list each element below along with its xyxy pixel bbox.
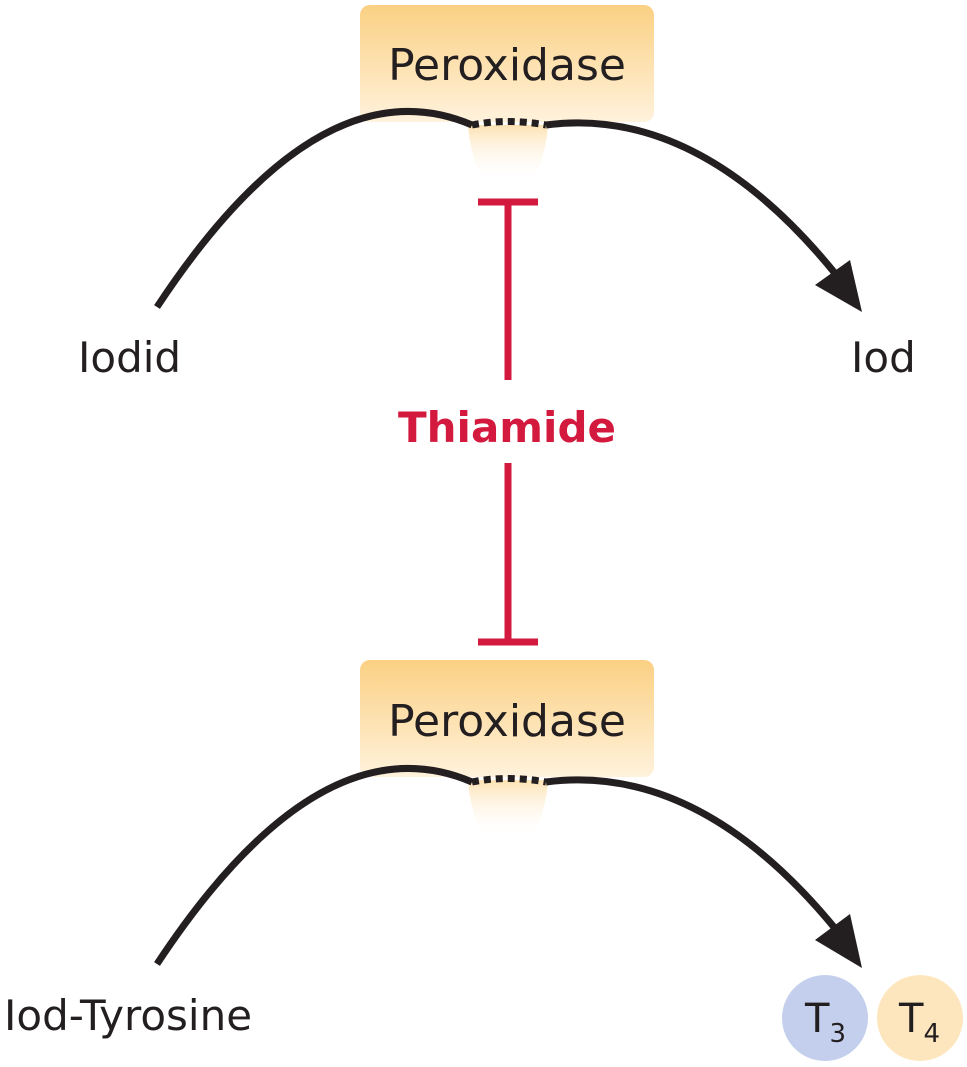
- substrate-1-label: Iodid: [78, 333, 181, 382]
- t3-letter: T: [804, 996, 830, 1042]
- t4-label: T4: [898, 996, 940, 1049]
- enzyme-1-glow: [468, 125, 548, 182]
- product-t4: T4: [877, 975, 963, 1061]
- reaction-2: Peroxidase Iod-Tyrosine T3 T4: [4, 660, 963, 1061]
- enzyme-2-label: Peroxidase: [388, 696, 626, 747]
- reaction-1: Peroxidase Iodid Iod: [78, 5, 916, 382]
- t3-label: T3: [804, 996, 846, 1049]
- reaction-1-arrow-arc: [154, 108, 841, 309]
- enzyme-1-label: Peroxidase: [388, 40, 626, 91]
- substrate-2-label: Iod-Tyrosine: [4, 991, 252, 1040]
- enzyme-2-glow: [468, 780, 548, 838]
- reaction-2-arrow-arc: [154, 765, 841, 966]
- reaction-2-arrowhead: [815, 914, 862, 968]
- enzyme-1-box: [360, 5, 654, 122]
- t3-subscript: 3: [829, 1019, 846, 1049]
- reaction-2-arrow-dots: [471, 775, 547, 786]
- t3-circle: [782, 975, 868, 1061]
- t4-subscript: 4: [923, 1019, 940, 1049]
- enzyme-2-box: [360, 660, 654, 777]
- t4-circle: [877, 975, 963, 1061]
- product-t3: T3: [782, 975, 868, 1061]
- t4-letter: T: [898, 996, 924, 1042]
- inhibitor-label: Thiamide: [398, 403, 616, 452]
- product-1-label: Iod: [851, 333, 916, 382]
- reaction-1-arrowhead: [815, 260, 862, 312]
- reaction-1-arrow-dots: [471, 118, 547, 129]
- inhibitor: Thiamide: [398, 198, 616, 646]
